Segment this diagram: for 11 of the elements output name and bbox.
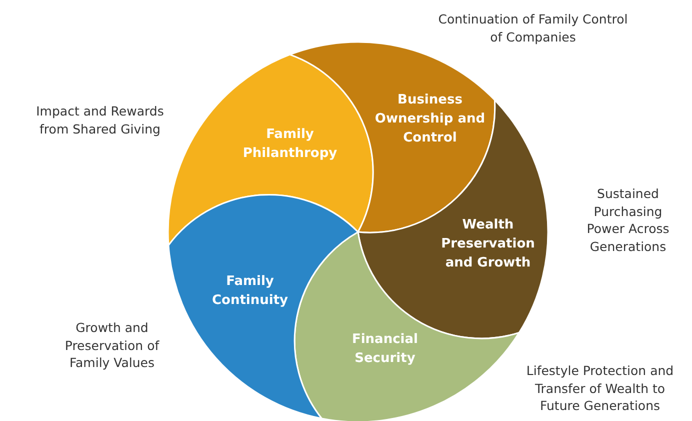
outcome-note: Impact and Rewards from Shared Giving [35,102,165,138]
segment-label: Family Continuity [210,273,290,310]
outcome-note: Growth and Preservation of Family Values [64,318,160,372]
segment-label: Family Philanthropy [242,126,338,163]
segment-label: Business Ownership and Control [374,92,486,148]
outcome-note: Sustained Purchasing Power Across Generations [586,185,670,255]
segment-label: Wealth Preservation and Growth [440,216,536,272]
pinwheel-segment [168,54,374,246]
outcome-note: Lifestyle Protection and Transfer of Wealth to Future Generations [525,362,675,414]
outcome-note: Continuation of Family Control of Companies [437,10,629,46]
segment-label: Financial Security [350,331,419,368]
